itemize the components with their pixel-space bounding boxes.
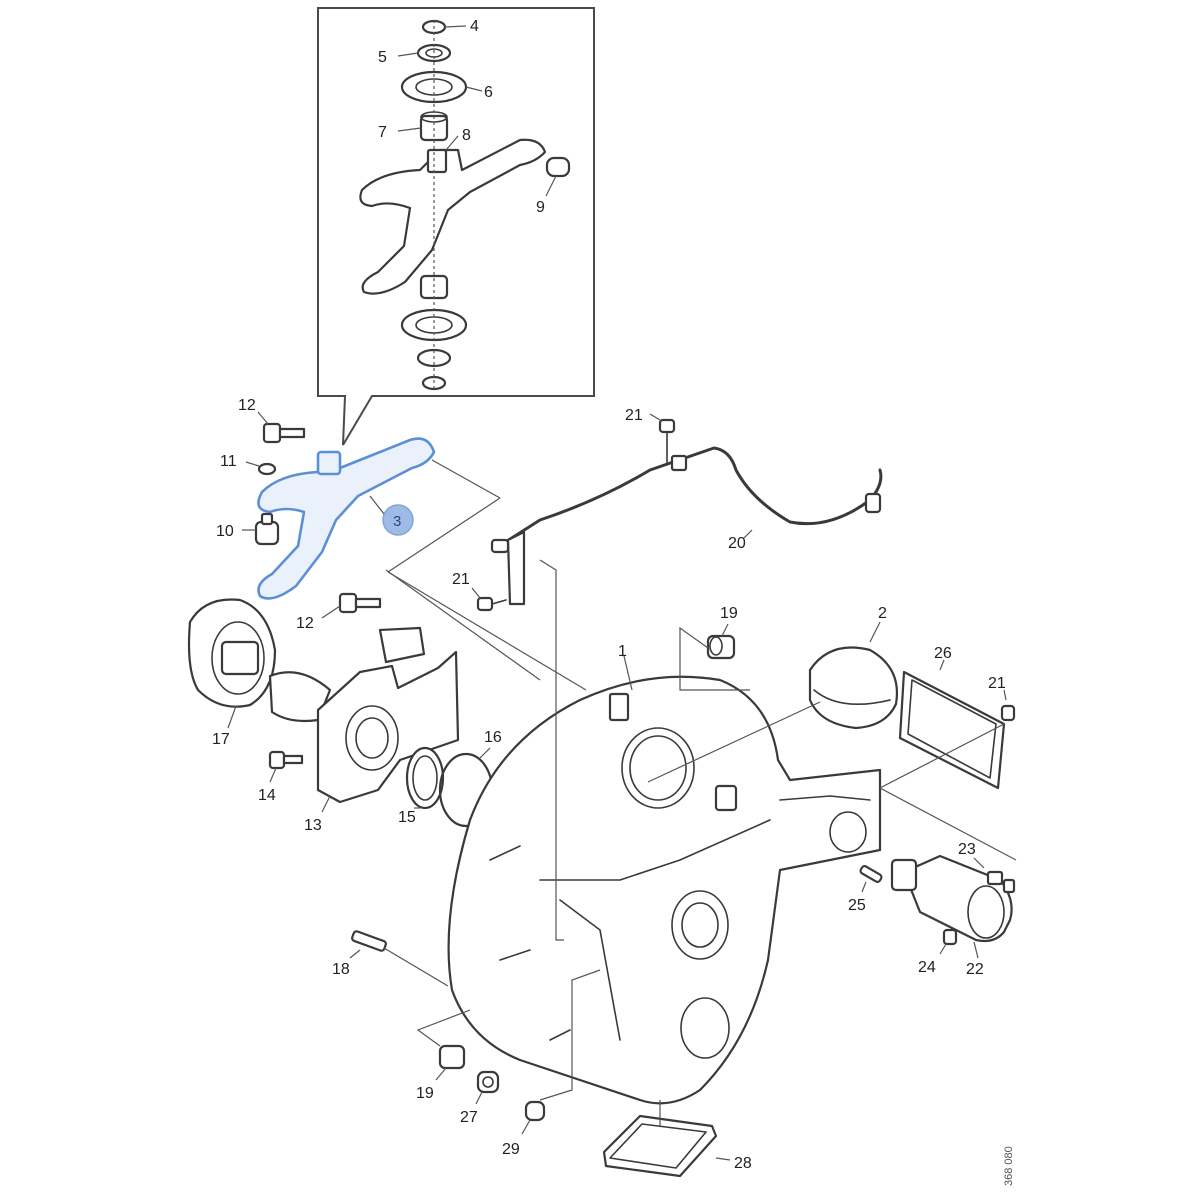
callout-25: 25 [848,897,866,914]
part-3-badge [382,504,414,536]
callout-28: 28 [734,1155,752,1172]
callout-4: 4 [470,18,479,35]
inset-frame [317,7,595,446]
part-29-nut[interactable]: 29 [502,969,601,1158]
part-14-bolt[interactable]: 14 [258,750,304,804]
callout-7: 7 [378,124,387,141]
callout-2: 2 [878,605,887,622]
part-17-release-bearing[interactable]: 17 [187,598,277,748]
part-8-release-fork[interactable] [359,138,547,295]
part-1-clutch-housing[interactable]: 1 [447,643,882,1105]
callout-12-lower: 12 [296,615,314,632]
part-25-stud[interactable]: 25 [848,865,883,914]
callout-13: 13 [304,817,322,834]
callout-17: 17 [212,731,230,748]
callout-3: 3 [393,513,401,530]
inset-detail: 4 5 6 7 8 9 [317,7,595,446]
part-21-bolt-right[interactable]: 21 [878,675,1017,861]
callout-9: 9 [536,199,545,216]
callout-8: 8 [462,127,471,144]
part-13-guide-sleeve[interactable]: 13 [268,626,460,834]
part-2-cover[interactable]: 2 [647,605,898,783]
callout-10: 10 [216,523,234,540]
callout-15: 15 [398,809,416,826]
callout-19-bottom: 19 [416,1085,434,1102]
part-21-bolt-top[interactable]: 21 [625,407,676,465]
part-12-bolt-lower[interactable]: 12 [296,592,382,632]
callout-23: 23 [958,841,976,858]
part-11-washer[interactable]: 11 [220,453,277,476]
callout-21-right: 21 [988,675,1006,692]
part-26-gasket[interactable]: 26 [898,645,1006,790]
callout-12-upper: 12 [238,397,256,414]
callout-29: 29 [502,1141,520,1158]
part-12-bolt-upper[interactable]: 12 [238,397,306,444]
part-18-stud[interactable]: 18 [332,930,449,987]
highlighted-fork-assembly[interactable]: 3 [257,437,587,691]
callout-11: 11 [220,453,237,470]
callout-21-mid: 21 [452,571,470,588]
part-20-pipe[interactable]: 20 [490,446,883,606]
part-27-nut[interactable]: 27 [460,1070,500,1126]
callout-27: 27 [460,1109,478,1126]
callout-6: 6 [484,84,493,101]
callout-21-top: 21 [625,407,643,424]
part-28-cover-plate[interactable]: 28 [602,1100,752,1178]
part-9-pin[interactable] [545,156,571,178]
callout-16: 16 [484,729,502,746]
callout-14: 14 [258,787,276,804]
callout-5: 5 [378,49,387,66]
part-15-o-ring[interactable]: 15 [398,746,445,826]
callout-26: 26 [934,645,952,662]
callout-18: 18 [332,961,350,978]
callout-19-top: 19 [720,605,738,622]
part-23-fitting[interactable]: 23 [958,841,1016,894]
callout-1: 1 [618,643,627,660]
part-10-pin[interactable]: 10 [216,512,280,546]
drawing-reference-code: 368 080 [1003,1146,1015,1186]
callout-22: 22 [966,961,984,978]
part-3-release-fork-highlighted[interactable] [257,437,436,600]
part-21-bolt-mid[interactable]: 21 [452,571,507,612]
part-19-bushing-bottom[interactable]: 19 [416,1009,471,1102]
part-24-nut[interactable]: 24 [918,928,958,976]
part-19-bushing-top[interactable]: 19 [679,605,750,691]
callout-24: 24 [918,959,936,976]
callout-20: 20 [728,535,746,552]
